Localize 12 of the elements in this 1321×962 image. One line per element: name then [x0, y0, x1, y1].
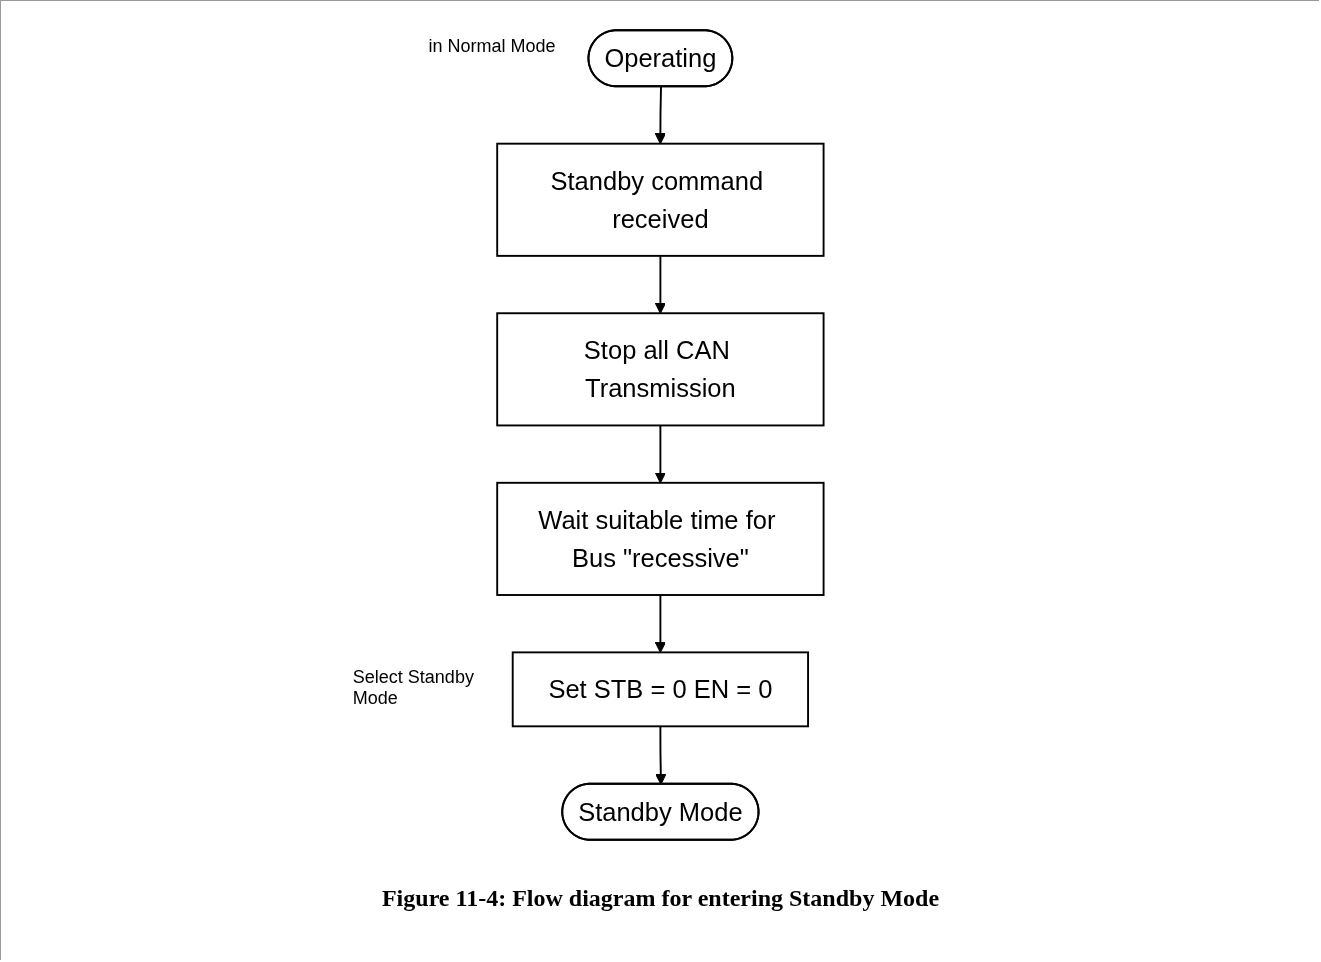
arrow [654, 424, 667, 484]
side-note: Select Standby Mode [352, 667, 475, 710]
arrow [655, 725, 667, 785]
node-box [496, 142, 825, 257]
arrow [654, 86, 667, 145]
arrow [654, 254, 667, 314]
arrow [654, 594, 667, 653]
node-box [496, 481, 825, 596]
node-box [496, 312, 825, 427]
node-box [511, 651, 810, 728]
side-note: in Normal Mode [428, 36, 557, 58]
figure-caption: Figure 11-4: Flow diagram for entering Standby Mode [380, 885, 941, 912]
